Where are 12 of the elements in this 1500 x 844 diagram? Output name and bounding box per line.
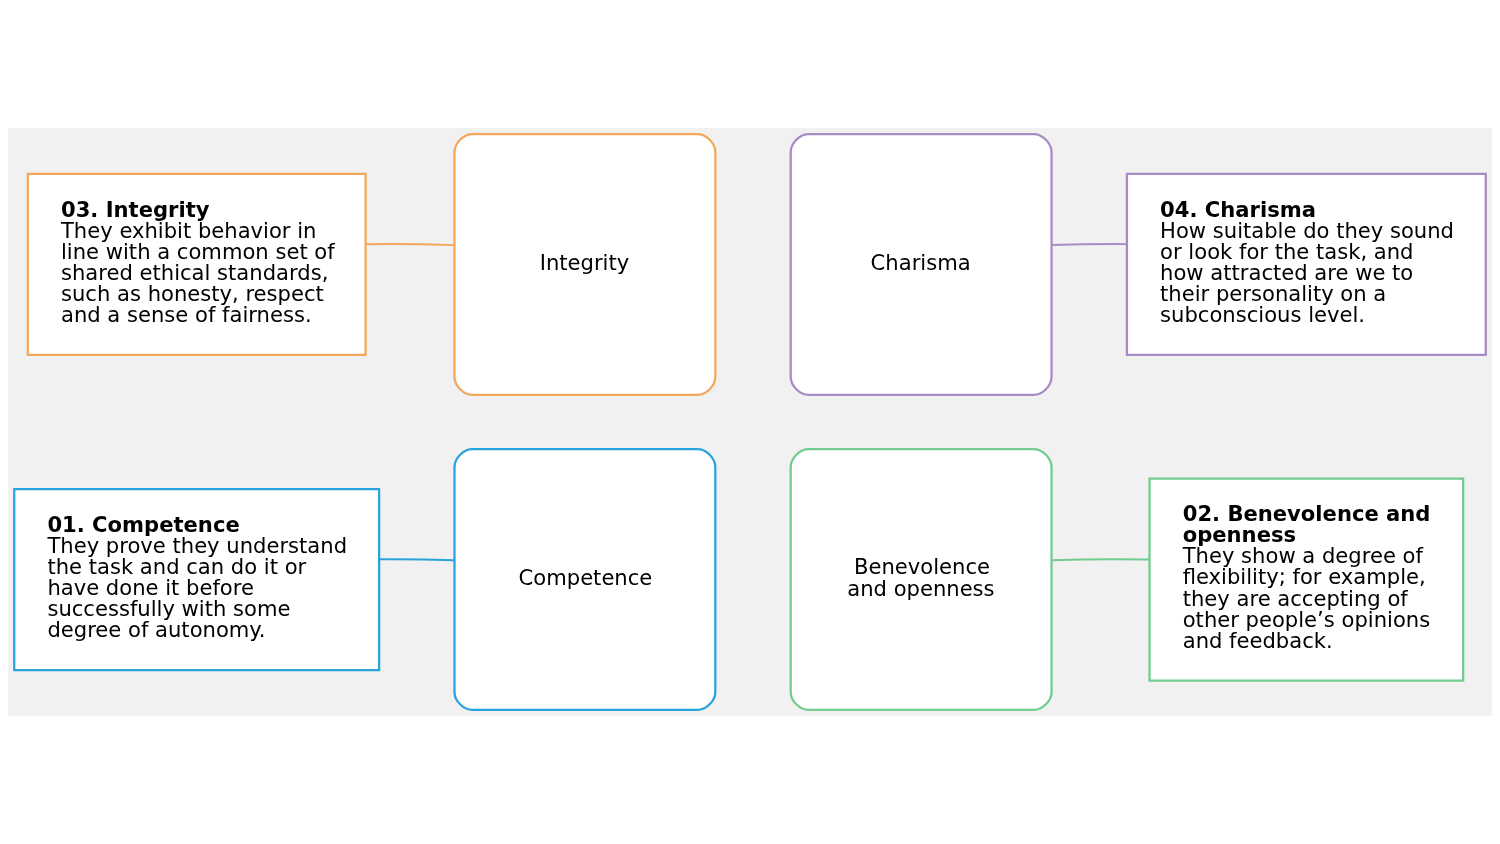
node-box: 02. Benevolence and openness They show a degree of flexibility; for example, they are accepting of other people’s opinions and feedback. (1148, 477, 1465, 682)
node-box: 01. Competence They prove they understand the task and can do it or have done it before successfully with some degree of autonomy. (13, 487, 381, 672)
connector (1051, 558, 1151, 562)
node-box: 04. Charisma How suitable do they sound or look for the task, and how attracted are we to their personality on a subconscious level. (1125, 172, 1487, 357)
node-box: Integrity (453, 132, 717, 396)
connector (1051, 243, 1128, 247)
node-box: 03. Integrity They exhibit behavior in line with a common set of shared ethical standards, such as honesty, respect and a sense of fairness. (26, 172, 367, 357)
node-box: Benevolence and openness (789, 448, 1053, 712)
connector (365, 243, 456, 247)
connector (378, 558, 456, 562)
node-box: Charisma (789, 132, 1053, 396)
node-box: Competence (453, 448, 717, 712)
